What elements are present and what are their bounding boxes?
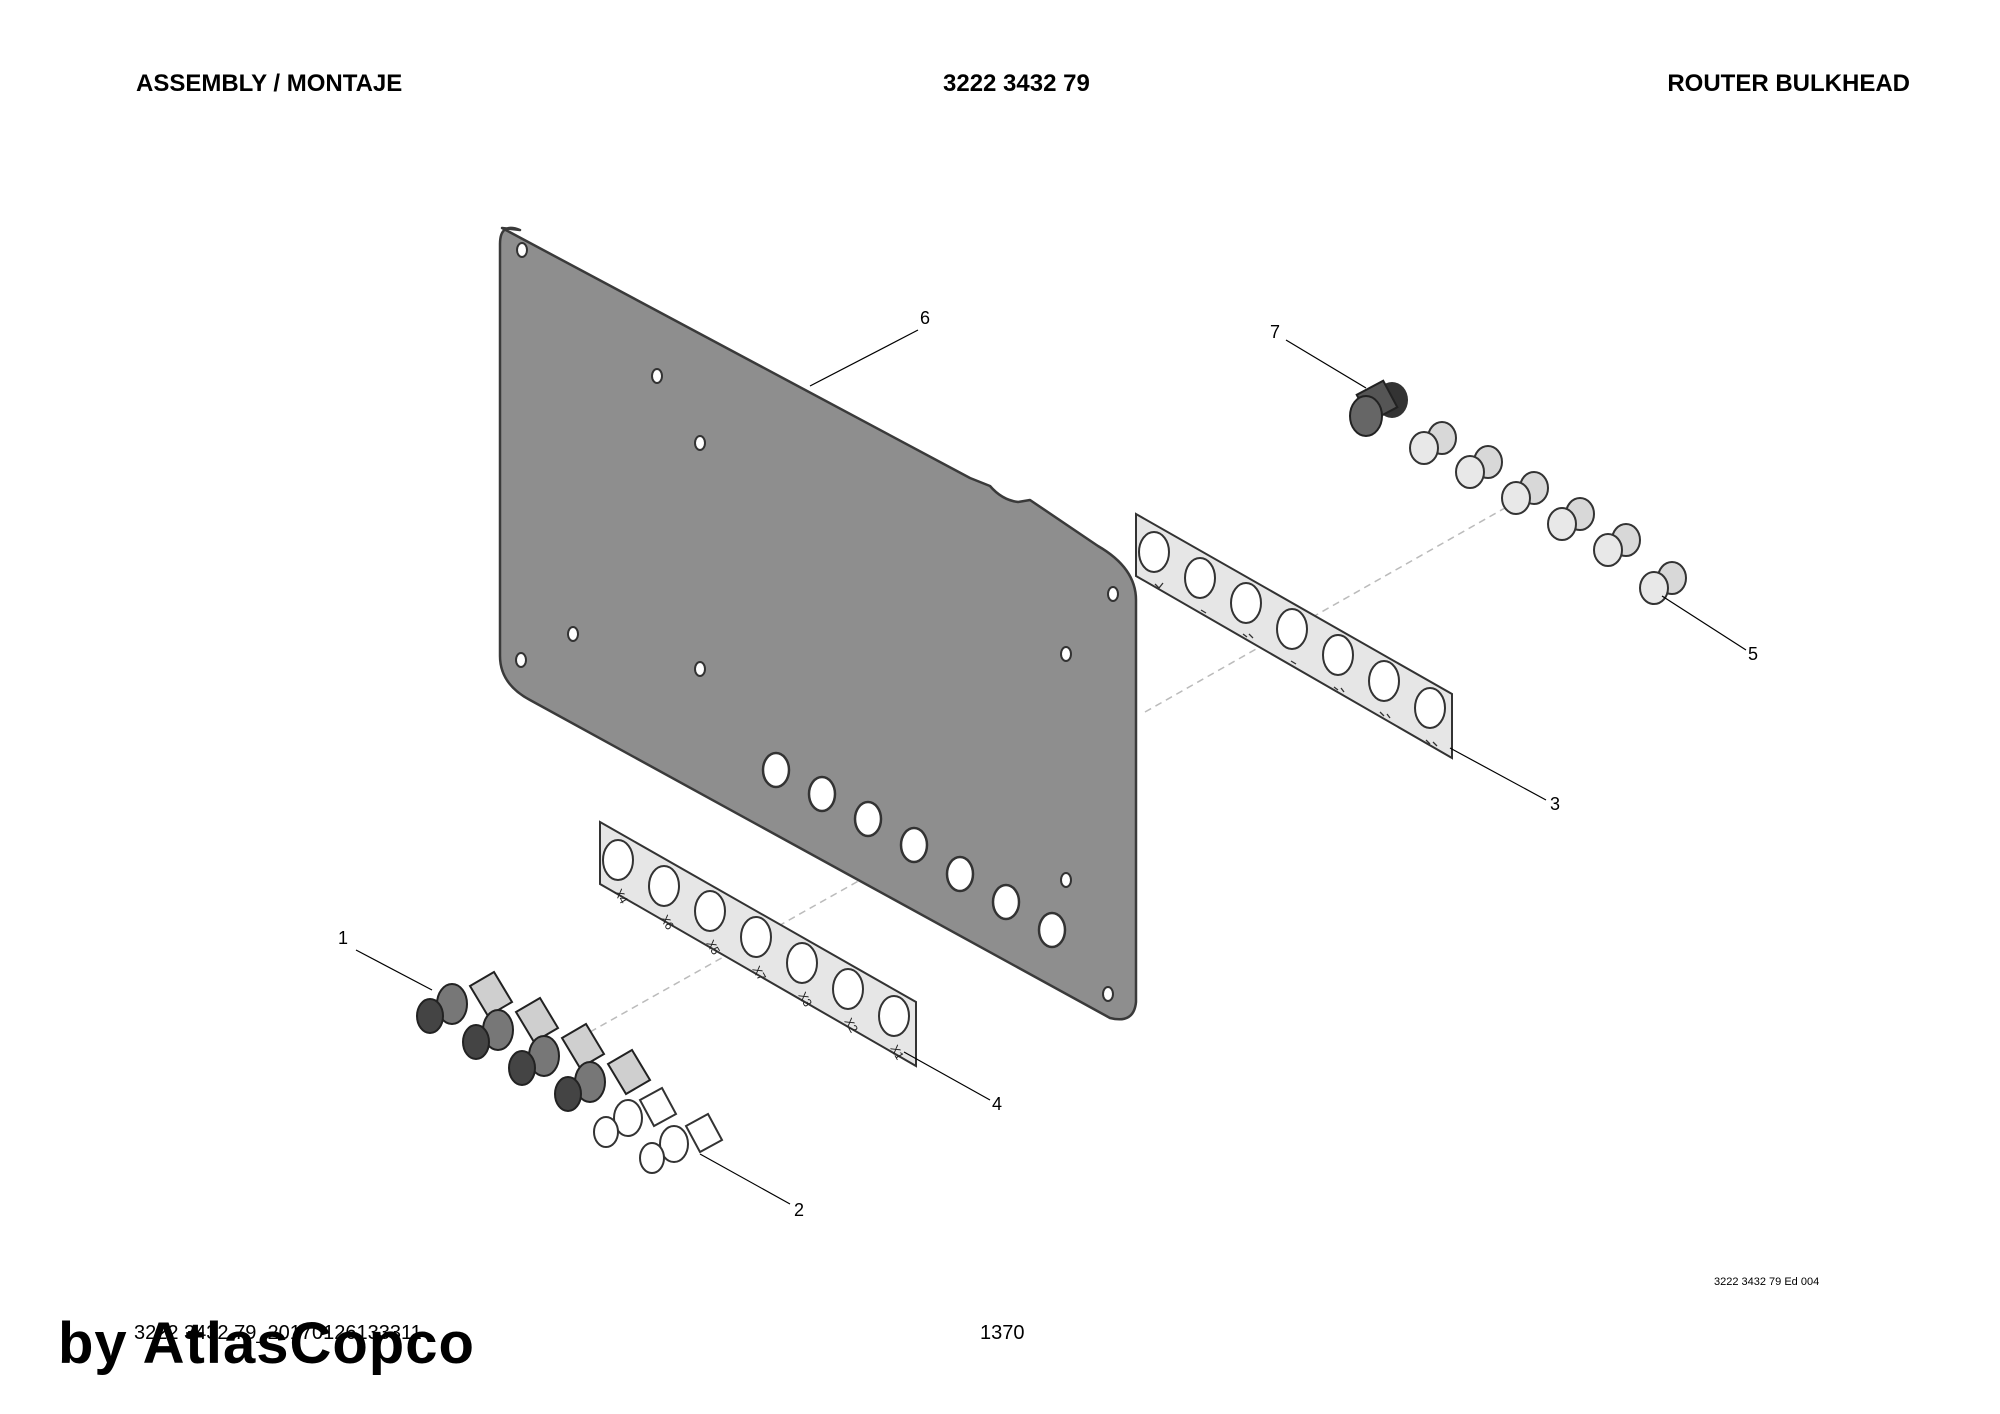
cable-gland (1593, 523, 1641, 567)
assembly-axis-upper (1144, 503, 1513, 713)
strip-label: X3 (795, 990, 815, 1010)
connector-light (593, 1086, 678, 1148)
leader-line-2 (699, 1153, 791, 1205)
strip-label: X7 (749, 964, 769, 984)
callout-6: 6 (920, 308, 930, 328)
watermark-text: by AtlasCopco (58, 1311, 475, 1376)
callout-4: 4 (992, 1094, 1002, 1114)
connectors-light (593, 1086, 724, 1174)
strip-label: X6 (657, 913, 677, 933)
connector-dark (416, 970, 514, 1034)
header-assembly-title: ASSEMBLY / MONTAJE (136, 70, 403, 97)
connector-dark (554, 1048, 652, 1112)
connector-light (639, 1112, 724, 1174)
blanking-plug (1349, 379, 1408, 437)
callout-2: 2 (794, 1200, 804, 1220)
header-component-name: ROUTER BULKHEAD (1667, 70, 1910, 97)
leader-line-4 (903, 1051, 991, 1101)
strip-label: X1 (887, 1043, 907, 1063)
callout-7: 7 (1270, 322, 1280, 342)
cable-gland (1639, 561, 1687, 605)
cable-gland (1501, 471, 1549, 515)
label-strip-upper (1135, 512, 1453, 760)
cable-gland (1455, 445, 1503, 489)
leader-line-7 (1285, 339, 1367, 389)
callout-3: 3 (1550, 794, 1560, 814)
footer-page-number: 1370 (980, 1322, 1025, 1344)
header-part-number: 3222 3432 79 (943, 70, 1090, 97)
edition-label: 3222 3432 79 Ed 004 (1714, 1276, 1820, 1288)
leader-line-3 (1449, 747, 1547, 801)
connector-dark (508, 1022, 606, 1086)
connectors-dark (416, 970, 652, 1112)
leader-line-6 (809, 329, 919, 387)
connector-dark (462, 996, 560, 1060)
strip-label: X2 (841, 1016, 861, 1036)
callout-1: 1 (338, 928, 348, 948)
cable-glands (1409, 421, 1687, 605)
leader-line-5 (1661, 595, 1747, 651)
cable-gland (1409, 421, 1457, 465)
footer-document-id: 3222 3432 79_20170126133311 (134, 1322, 422, 1344)
strip-label: X4 (611, 887, 631, 907)
strip-label: X5 (703, 938, 723, 958)
cable-gland (1547, 497, 1595, 541)
bulkhead-panel (498, 226, 1138, 1021)
label-strip-lower: X4 X6 X5 X7 X3 X2 X1 (599, 820, 917, 1068)
leader-line-1 (355, 949, 433, 991)
callout-5: 5 (1748, 644, 1758, 664)
